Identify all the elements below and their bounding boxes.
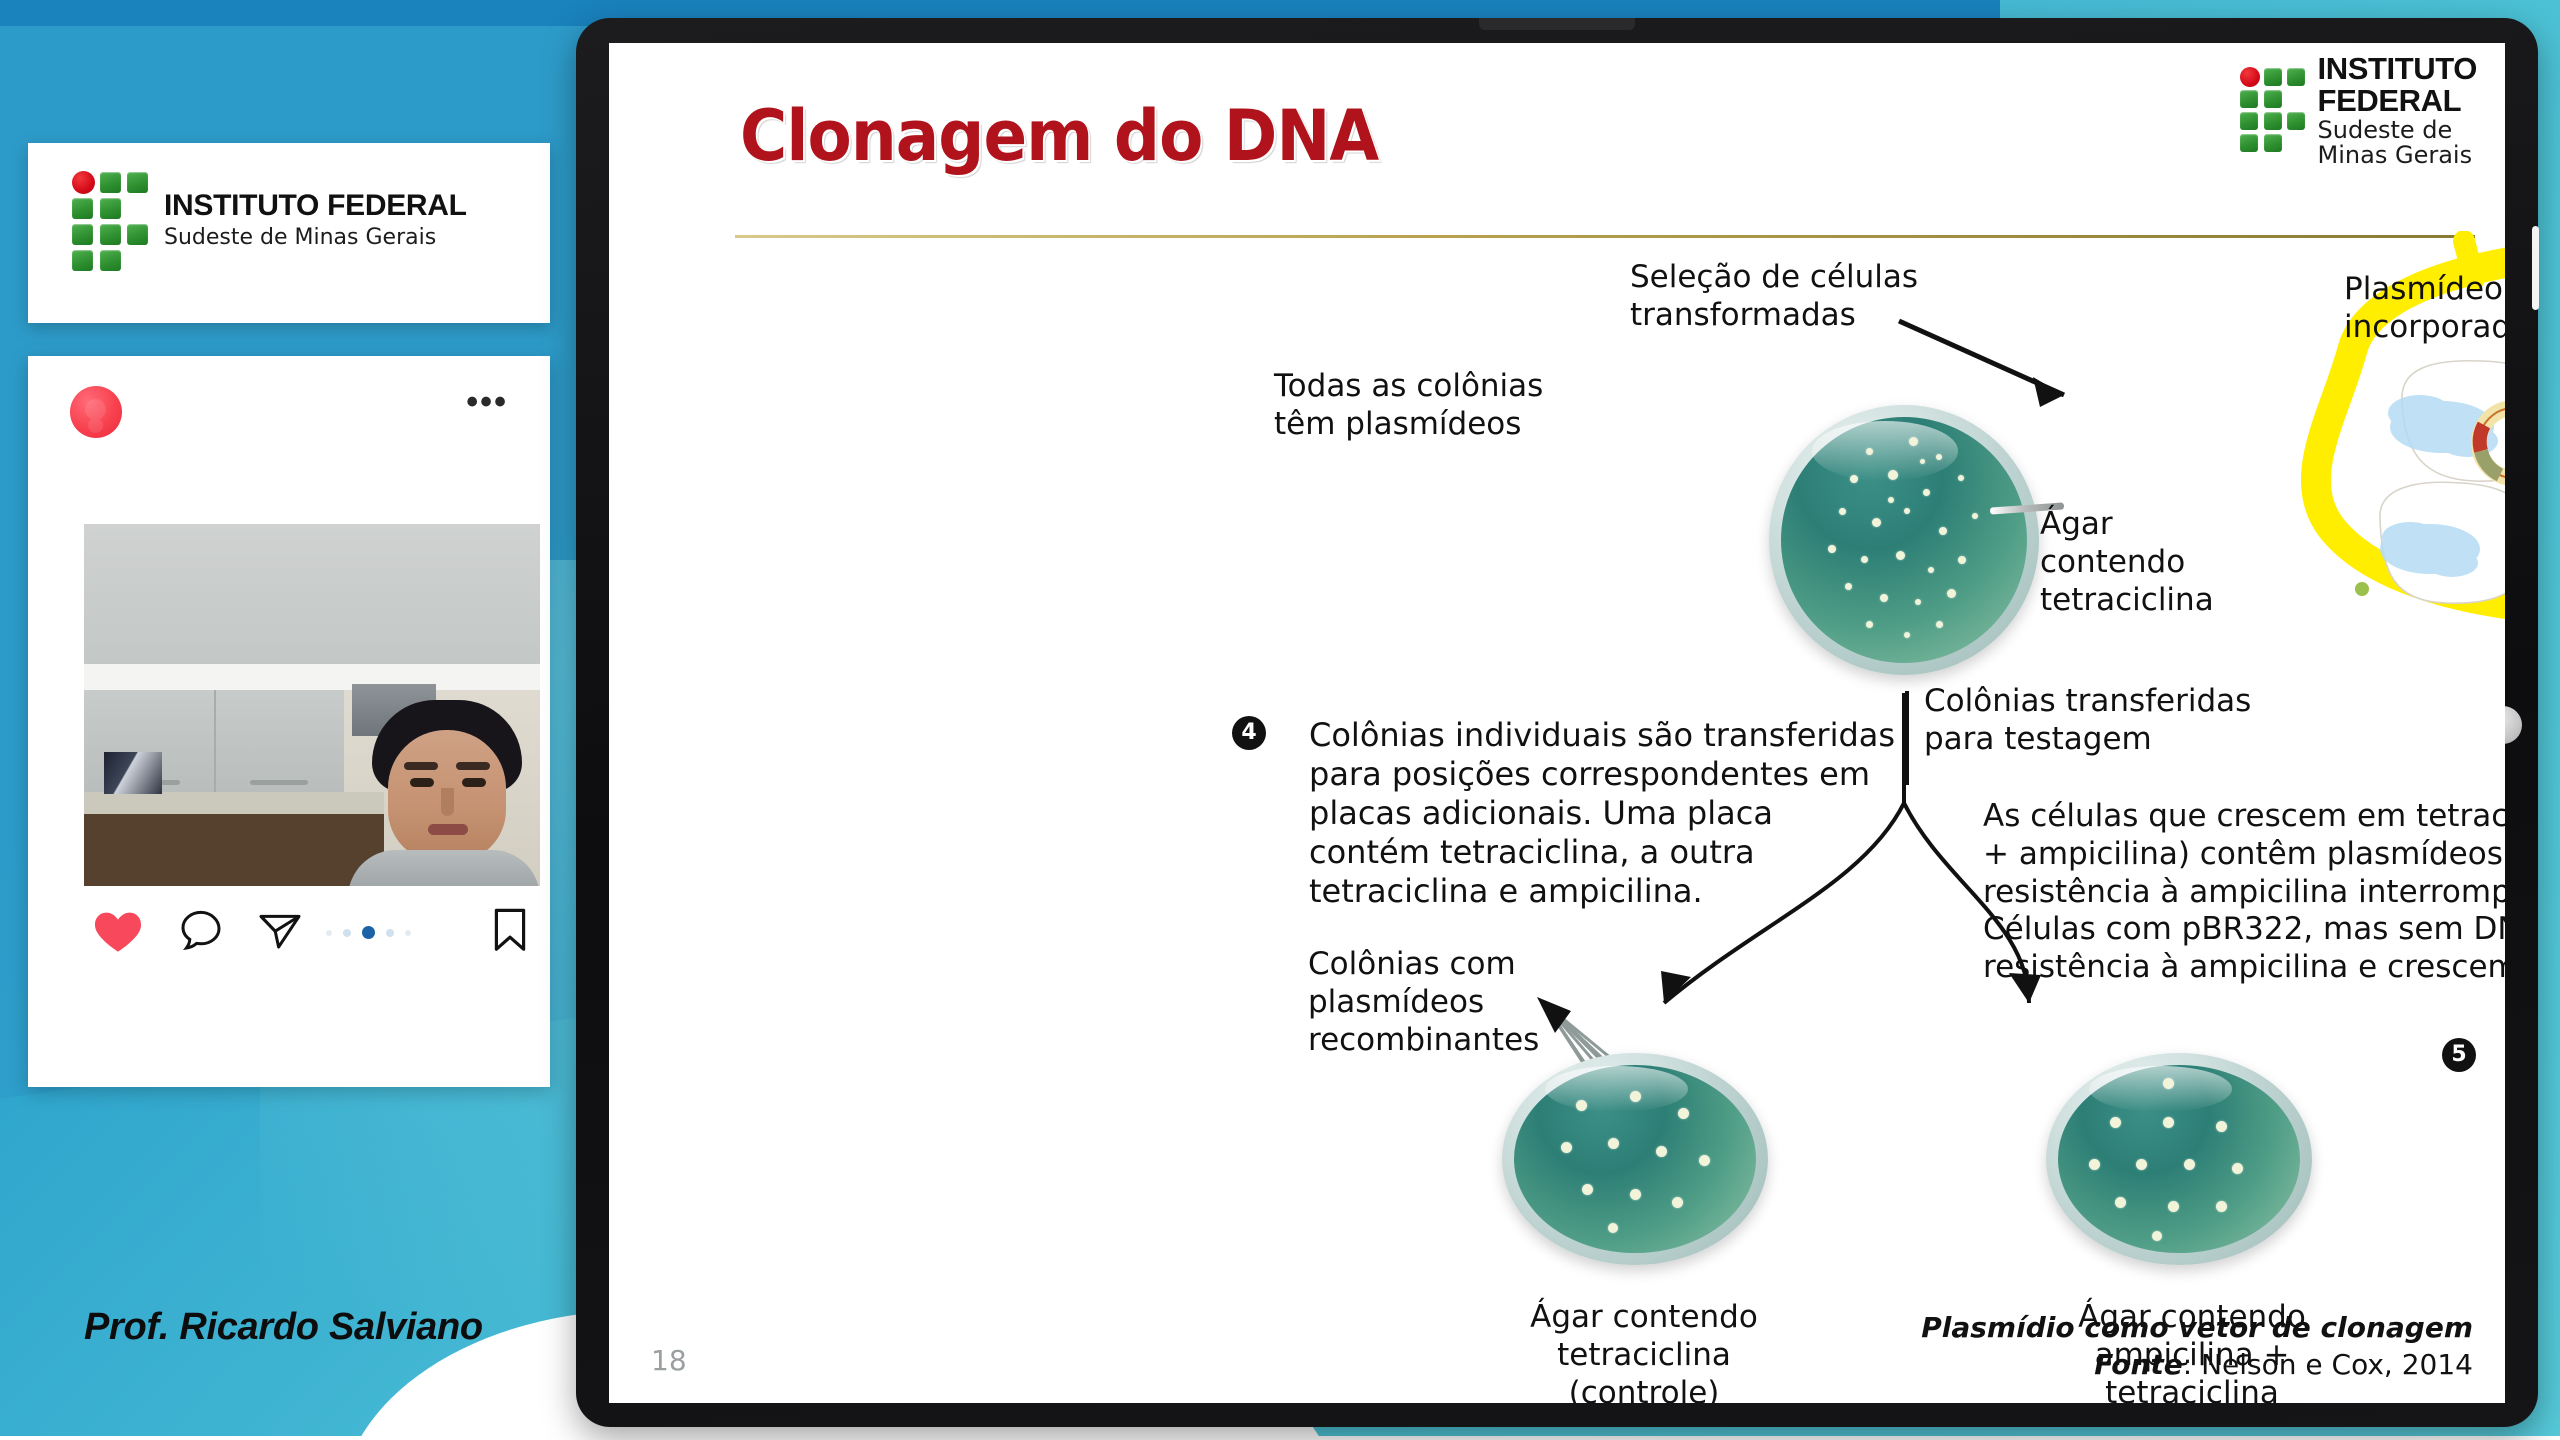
instituto-federal-logo-icon xyxy=(2239,67,2306,153)
plasmid-ring xyxy=(2471,400,2505,486)
logo-text-block: INSTITUTO FEDERAL Sudeste de Minas Gerai… xyxy=(164,191,467,249)
slide-title: Clonagem do DNA xyxy=(740,95,1379,177)
tablet-device-frame: Clonagem do DNA INSTITUTO FEDERAL xyxy=(576,18,2539,1427)
logo-title: INSTITUTO FEDERAL xyxy=(164,189,467,222)
comment-bubble-icon[interactable] xyxy=(176,906,226,959)
footer-source-label: Fonte xyxy=(2094,1348,2183,1381)
background-bottom-edge xyxy=(0,1436,2560,1440)
slide-page-number: 18 xyxy=(651,1344,687,1377)
tablet-camera-notch xyxy=(1479,18,1635,30)
social-post-card: ••• xyxy=(28,356,550,1348)
yellow-highlight-oval xyxy=(2301,230,2505,619)
label-selecao-celulas: Seleção de células transformadas xyxy=(1630,259,1919,333)
bookmark-icon[interactable] xyxy=(488,906,532,959)
title-divider xyxy=(735,235,2475,238)
step-number-4: 4 xyxy=(1232,716,1266,750)
footer-source: Fonte: Nelson e Cox, 2014 xyxy=(1921,1348,2473,1381)
share-plane-icon[interactable] xyxy=(254,906,306,959)
slide-screen: Clonagem do DNA INSTITUTO FEDERAL xyxy=(609,43,2505,1403)
label-colonias-transferidas: Colônias transferidas para testagem xyxy=(1924,683,2252,757)
label-agar-amp-tet: Ágar contendo ampicilina + tetraciclina xyxy=(2078,1299,2306,1403)
slide-logo-line2: FEDERAL xyxy=(2317,82,2462,118)
slide-logo-text: INSTITUTO FEDERAL Sudeste de Minas Gerai… xyxy=(2317,51,2478,169)
slide-logo-line3: Sudeste de xyxy=(2317,116,2453,145)
avatar[interactable] xyxy=(70,386,122,438)
tablet-speaker-slot xyxy=(2532,226,2539,310)
label-colonias-recombinantes: Colônias com plasmídeos recombinantes xyxy=(1308,946,1540,1058)
institution-logo-card: INSTITUTO FEDERAL Sudeste de Minas Gerai… xyxy=(28,143,550,323)
footer-caption: Plasmídio como vetor de clonagem xyxy=(1921,1311,2473,1344)
petri-dish-main xyxy=(1769,405,2039,675)
instituto-federal-logo-icon xyxy=(72,171,148,271)
post-media-webcam xyxy=(84,524,540,886)
slide-footer-note: Plasmídio como vetor de clonagem Fonte: … xyxy=(1921,1311,2473,1381)
slide-header-logo: INSTITUTO FEDERAL Sudeste de Minas Gerai… xyxy=(2239,51,2478,169)
step-number-5: 5 xyxy=(2442,1038,2476,1072)
transformed-cells-diagram xyxy=(2252,230,2505,651)
carousel-dots[interactable] xyxy=(326,926,411,939)
post-author-name: Prof. Ricardo Salviano xyxy=(84,1306,483,1348)
label-plasmideo-incorporado: Plasmídeo incorporado xyxy=(2344,271,2505,345)
petri-dish-tetracycline-control xyxy=(1502,1053,1768,1265)
step-5-text: As células que crescem em tetraciclina (… xyxy=(1983,798,2505,986)
slide-logo-line1: INSTITUTO xyxy=(2317,51,2478,86)
label-agar-tetraciclina: Ágar contendo tetraciclina xyxy=(2040,506,2214,618)
step-4-text: Colônias individuais são transferidas pa… xyxy=(1309,716,1896,911)
logo-row: INSTITUTO FEDERAL Sudeste de Minas Gerai… xyxy=(72,171,467,271)
like-heart-icon[interactable] xyxy=(92,906,144,959)
person-figure xyxy=(342,700,540,886)
label-todas-colonias: Todas as colônias têm plasmídeos xyxy=(1274,368,1544,442)
post-header: ••• xyxy=(28,356,550,454)
slide-logo-line4: Minas Gerais xyxy=(2317,140,2473,169)
petri-dish-amp-tet xyxy=(2046,1053,2312,1265)
footer-source-value: : Nelson e Cox, 2014 xyxy=(2182,1348,2473,1381)
post-action-bar xyxy=(84,902,540,962)
more-options-icon[interactable]: ••• xyxy=(466,383,508,421)
logo-subtitle: Sudeste de Minas Gerais xyxy=(164,225,437,250)
label-agar-controle: Ágar contendo tetraciclina (controle) xyxy=(1530,1299,1758,1403)
